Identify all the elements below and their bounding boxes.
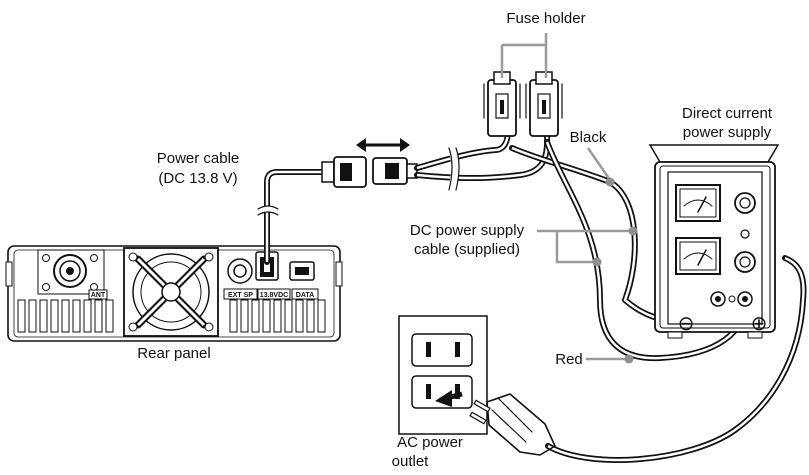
- rear-panel: ANT EXT SP 13.8VDC: [5, 245, 343, 342]
- positive-terminal-icon: ⊕: [751, 311, 768, 335]
- connect-double-arrow-icon: [356, 138, 410, 152]
- ac-plug: [469, 393, 556, 456]
- ammeter-icon: [675, 237, 721, 275]
- ext-sp-label: EXT SP: [228, 292, 253, 299]
- ac-outlet-label-line1: AC power: [397, 434, 463, 451]
- ac-outlet-label-line2: outlet: [392, 453, 430, 470]
- dc-cable-label-line2: cable (supplied): [414, 241, 520, 258]
- ext-sp-jack: [227, 258, 253, 284]
- v138-label: 13.8VDC: [260, 292, 288, 299]
- ant-connector: [37, 249, 105, 295]
- power-cable-label-line1: Power cable: [157, 150, 240, 167]
- direct-current-power-supply: [648, 144, 780, 339]
- data-port: [289, 261, 315, 281]
- ant-label: ANT: [91, 292, 106, 299]
- power-cable: [256, 156, 367, 265]
- fuse-holder-label: Fuse holder: [506, 10, 585, 27]
- ac-power-outlet: [398, 315, 488, 435]
- dc-cable-connector: [372, 157, 418, 185]
- callout-lines: [500, 33, 638, 364]
- dc-13-8v-socket: [255, 251, 279, 281]
- fuse-holder: [483, 71, 563, 137]
- rear-panel-label: Rear panel: [137, 345, 210, 362]
- fan-icon: [123, 247, 219, 337]
- voltmeter-icon: [675, 184, 721, 222]
- power-supply-label-line1: Direct current: [682, 105, 773, 122]
- dc-cable-label-line1: DC power supply: [410, 222, 525, 239]
- insert-arrow-icon: [435, 390, 463, 407]
- power-supply-label-line2: power supply: [683, 124, 772, 141]
- red-wire-label: Red: [555, 351, 583, 368]
- data-label: DATA: [296, 292, 314, 299]
- ac-power-cord: [545, 255, 807, 463]
- black-wire-label: Black: [570, 129, 607, 146]
- power-cable-label-line2: (DC 13.8 V): [158, 170, 237, 187]
- negative-terminal-icon: ⊖: [678, 311, 695, 335]
